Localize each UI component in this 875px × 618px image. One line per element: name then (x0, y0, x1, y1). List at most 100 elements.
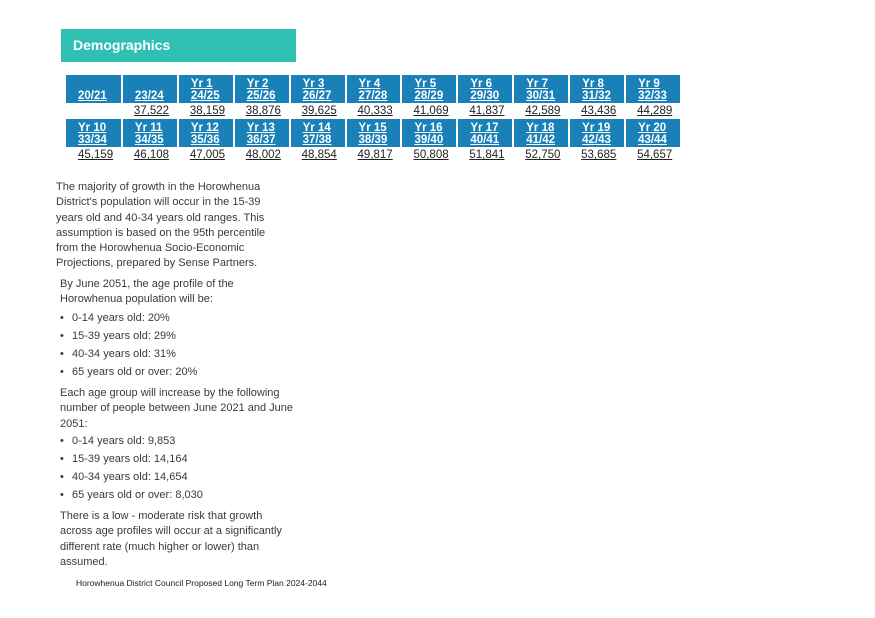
financial-year-label: 37/38 (302, 134, 332, 146)
risk-paragraph: There is a low - moderate risk that grow… (60, 510, 282, 568)
population-value-cell: 53,685 (569, 147, 626, 163)
age-profile-list: 0-14 years old: 20%15-39 years old: 29%4… (60, 309, 197, 381)
population-value-cell: 49,817 (345, 147, 402, 163)
population-value-cell: 40,333 (345, 103, 402, 119)
year-label: Yr 13 (246, 122, 275, 134)
financial-year-label: 42/43 (582, 134, 611, 146)
financial-year-label: 26/27 (302, 90, 332, 102)
age-increase-list: 0-14 years old: 9,85315-39 years old: 14… (60, 432, 203, 504)
page-footer: Horowhenua District Council Proposed Lon… (76, 578, 327, 588)
population-value-cell: 39,625 (289, 103, 346, 119)
population-value-cell: 45,159 (66, 147, 122, 163)
population-value-cell: 48,854 (289, 147, 346, 163)
year-label: Yr 18 (526, 122, 555, 134)
list-item: 65 years old or over: 8,030 (60, 486, 203, 504)
year-label: Yr 19 (582, 122, 611, 134)
population-value-cell: 46,108 (121, 147, 178, 163)
financial-year-label: 28/29 (414, 90, 444, 102)
year-label: Yr 20 (638, 122, 667, 134)
section-title: Demographics (61, 29, 296, 62)
year-label: Yr 5 (414, 78, 437, 90)
list-item: 65 years old or over: 20% (60, 363, 197, 381)
year-label: Yr 3 (302, 78, 325, 90)
year-label: Yr 17 (470, 122, 499, 134)
financial-year-label: 43/44 (638, 134, 667, 146)
year-label: Yr 15 (358, 122, 387, 134)
population-value-cell: 44,289 (625, 103, 681, 119)
population-value-cell: 41,069 (401, 103, 458, 119)
year-label: Yr 14 (302, 122, 331, 134)
financial-year-label: 27/28 (358, 90, 388, 102)
financial-year-label: 34/35 (134, 134, 164, 146)
year-label: Yr 1 (190, 78, 213, 90)
year-label: Yr 16 (414, 122, 443, 134)
population-value-cell: 43,436 (569, 103, 626, 119)
year-label: Yr 11 (134, 122, 163, 134)
year-label: Yr 2 (246, 78, 269, 90)
list-item: 0-14 years old: 20% (60, 309, 197, 327)
list-item: 0-14 years old: 9,853 (60, 432, 203, 450)
intro-paragraph: The majority of growth in the Horowhenua… (56, 181, 266, 270)
financial-year-label: 25/26 (246, 90, 276, 102)
year-label: Yr 9 (638, 78, 660, 90)
year-label: Yr 10 (78, 122, 107, 134)
population-value-cell: 41,837 (457, 103, 514, 119)
population-value-cell: 37,522 (121, 103, 178, 119)
list-item: 15-39 years old: 29% (60, 327, 197, 345)
population-value-cell: 50,808 (401, 147, 458, 163)
increase-heading: Each age group will increase by the foll… (60, 387, 294, 430)
list-item: 40-34 years old: 31% (60, 345, 197, 363)
year-label: Yr 6 (470, 78, 493, 90)
population-value-cell: 42,589 (513, 103, 570, 119)
financial-year-label: 20/21 (78, 90, 107, 102)
year-label: Yr 8 (582, 78, 604, 90)
population-value-cell: 52,750 (513, 147, 570, 163)
financial-year-label: 33/34 (78, 134, 107, 146)
financial-year-label: 24/25 (190, 90, 220, 102)
financial-year-label: 32/33 (638, 90, 667, 102)
financial-year-label: 30/31 (526, 90, 556, 102)
list-item: 15-39 years old: 14,164 (60, 450, 203, 468)
financial-year-label: 40/41 (470, 134, 500, 146)
list-item: 40-34 years old: 14,654 (60, 468, 203, 486)
year-label: Yr 7 (526, 78, 548, 90)
population-value-cell: 48,002 (233, 147, 290, 163)
population-value-cell: 38,159 (177, 103, 234, 119)
year-label: Yr 12 (190, 122, 219, 134)
financial-year-label: 36/37 (246, 134, 276, 146)
financial-year-label: 35/36 (190, 134, 220, 146)
financial-year-label: 31/32 (582, 90, 611, 102)
population-value-cell (66, 103, 122, 119)
financial-year-label: 29/30 (470, 90, 500, 102)
financial-year-label: 23/24 (134, 90, 164, 102)
financial-year-label: 39/40 (414, 134, 444, 146)
year-header-cell: 20/21 (66, 75, 123, 103)
population-value-cell: 54,657 (625, 147, 681, 163)
year-label: Yr 4 (358, 78, 381, 90)
profile-heading: By June 2051, the age profile of the Hor… (60, 278, 234, 306)
financial-year-label: 41/42 (526, 134, 556, 146)
